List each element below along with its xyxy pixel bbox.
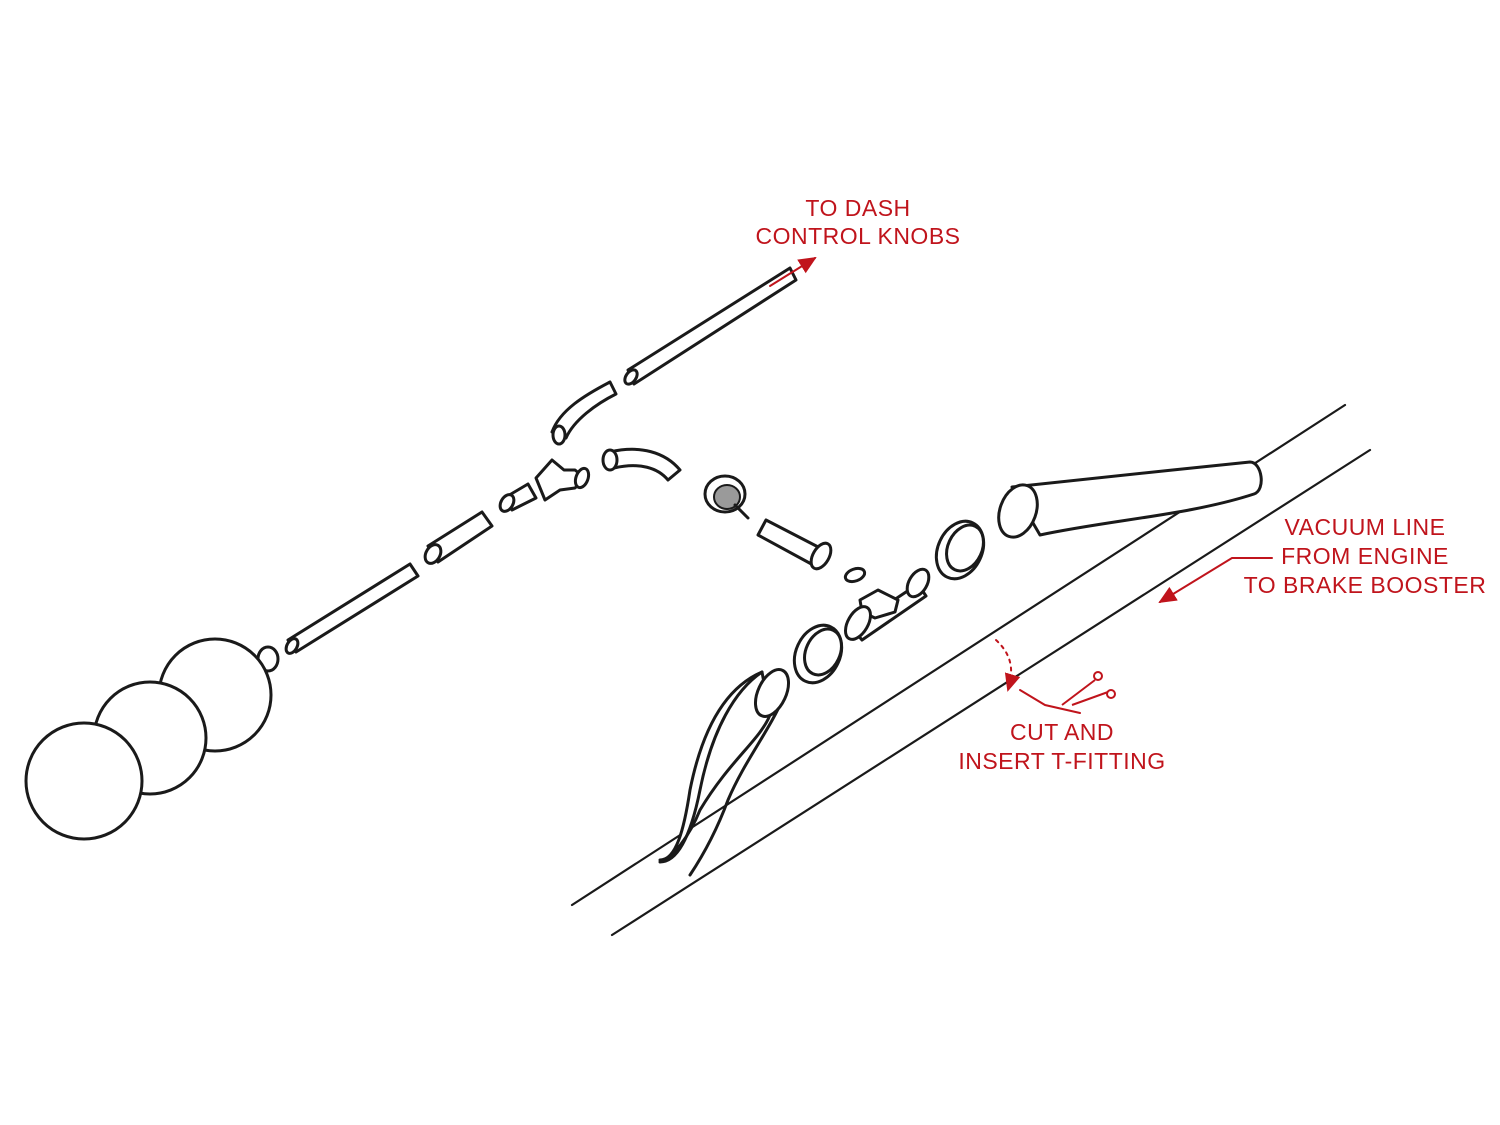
vacuum-label-line3: TO BRAKE BOOSTER	[1244, 572, 1487, 598]
cut-label-line1: CUT AND	[1010, 719, 1114, 745]
dash-label-line1: TO DASH	[805, 195, 910, 221]
scissors-icon	[1061, 671, 1116, 706]
vacuum-arrow	[1158, 557, 1273, 604]
y-fitting	[534, 458, 591, 502]
cut-arrow	[995, 639, 1081, 714]
curved-hose	[601, 447, 682, 482]
vacuum-label-line1: VACUUM LINE	[1285, 514, 1446, 540]
check-valve-hose	[756, 518, 833, 571]
lower-hose	[658, 668, 791, 877]
vacuum-label-line2: FROM ENGINE	[1281, 543, 1449, 569]
check-valve	[703, 474, 750, 520]
left-hose-segment	[498, 482, 538, 513]
t-fitting	[843, 566, 931, 642]
dash-tube	[623, 266, 798, 386]
upper-hose	[997, 460, 1263, 539]
dash-arrow	[769, 256, 817, 287]
upper-clamp	[934, 519, 986, 581]
y-upper-hose	[550, 380, 618, 446]
dash-label-line2: CONTROL KNOBS	[755, 223, 960, 249]
short-tube	[423, 510, 494, 565]
lower-clamp	[792, 623, 844, 685]
cut-label-line2: INSERT T-FITTING	[958, 748, 1165, 774]
long-tube-left	[284, 562, 420, 655]
control-knobs	[24, 637, 280, 841]
